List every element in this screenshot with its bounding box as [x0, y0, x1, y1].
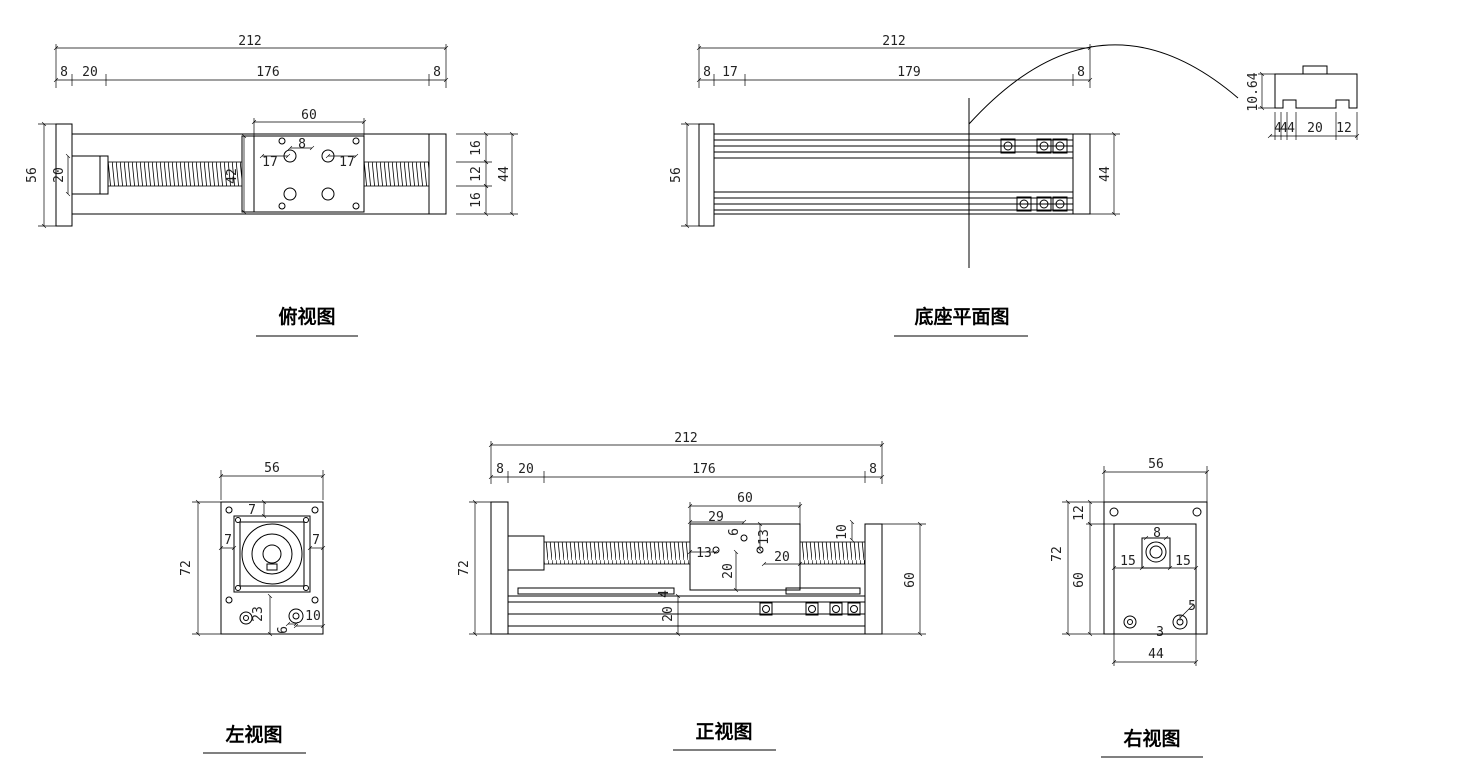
- dim-top-overall: 212: [238, 34, 261, 49]
- dim-left-flange-top: 7: [248, 503, 256, 518]
- dim-base-end-right: 8: [1077, 65, 1085, 80]
- dim-profile-w3: 4: [1287, 121, 1295, 136]
- dim-right-right15: 15: [1175, 554, 1191, 569]
- dim-top-hole-a: 17: [262, 155, 278, 170]
- dim-top-stroke: 176: [256, 65, 279, 80]
- dim-top-hole-c: 17: [339, 155, 355, 170]
- dim-base-end-left: 8: [703, 65, 711, 80]
- dim-left-hole-h: 6: [276, 626, 291, 634]
- profile-section: 10.64 4 4 4 20 12: [1246, 65, 1360, 140]
- top-view-title: 俯视图: [278, 305, 335, 328]
- right-view-title: 右视图: [1122, 727, 1180, 750]
- dim-front-end-h: 60: [903, 572, 918, 588]
- dim-top-rail-total: 44: [497, 166, 512, 182]
- dim-profile-w2: 4: [1280, 121, 1288, 136]
- dim-front-hole-x: 29: [708, 510, 724, 525]
- right-view: 56 12 60 72 8 15 15 44 5 3: [1050, 457, 1210, 758]
- dim-left-width: 56: [264, 461, 280, 476]
- base-plan-view: 212 8 17 179 8 56 44: [669, 34, 1360, 337]
- dim-top-motor-dia: 20: [52, 167, 67, 183]
- left-view-geometry: [220, 501, 324, 635]
- dim-front-motor: 20: [518, 462, 534, 477]
- base-plan-geometry: [698, 44, 1239, 268]
- dim-front-end-left: 8: [496, 462, 504, 477]
- dim-base-rail-total: 44: [1098, 166, 1113, 182]
- dim-top-end-right: 8: [433, 65, 441, 80]
- dim-front-overall: 212: [674, 431, 697, 446]
- top-view-geometry: [55, 123, 447, 227]
- dim-right-rail-total: 44: [1148, 647, 1164, 662]
- right-view-dimensions: 56 12 60 72 8 15 15 44 5 3: [1050, 457, 1210, 666]
- dim-left-hole-v: 23: [251, 606, 266, 622]
- dim-profile-w4: 20: [1307, 121, 1323, 136]
- dim-top-rail-a: 16: [469, 140, 484, 156]
- dim-top-rail-c: 16: [469, 192, 484, 208]
- right-view-geometry: [1103, 501, 1208, 635]
- dim-profile-h1: 10.64: [1246, 72, 1261, 111]
- left-view-title: 左视图: [225, 723, 282, 746]
- dim-front-hole-h13b: 13: [757, 529, 772, 545]
- dim-base-offset: 17: [722, 65, 738, 80]
- left-view-dimensions: 56 72 7 7 7 23 6 10: [179, 461, 326, 637]
- dim-front-hole-h20a: 20: [721, 563, 736, 579]
- dim-front-stroke: 176: [692, 462, 715, 477]
- dim-top-hole-b: 8: [298, 137, 306, 152]
- dim-profile-w1: 4: [1274, 121, 1282, 136]
- dim-left-flange-left: 7: [224, 533, 232, 548]
- dim-right-lower: 60: [1072, 572, 1087, 588]
- top-view-dimensions: 212 8 20 176 8 60 56 20 42 17 8: [25, 34, 518, 229]
- front-view-title: 正视图: [695, 720, 752, 743]
- dim-top-rail-b: 12: [469, 166, 484, 182]
- dim-right-hole3: 3: [1156, 625, 1164, 640]
- dim-left-height: 72: [179, 560, 194, 576]
- dim-left-hole-edge: 10: [305, 609, 321, 624]
- dim-right-width: 56: [1148, 457, 1164, 472]
- dim-top-motor: 20: [82, 65, 98, 80]
- dim-right-bore: 8: [1153, 526, 1161, 541]
- dim-right-left15: 15: [1120, 554, 1136, 569]
- dim-front-hole-d: 6: [727, 528, 742, 536]
- dim-base-span: 179: [897, 65, 920, 80]
- dim-front-hole-h13a: 13: [696, 546, 712, 561]
- dim-top-carriage-width: 60: [301, 108, 317, 123]
- dim-right-height: 72: [1050, 546, 1065, 562]
- dim-left-flange-right: 7: [312, 533, 320, 548]
- dim-base-overall: 212: [882, 34, 905, 49]
- dim-front-hole-h20b: 20: [774, 550, 790, 565]
- front-view-geometry: [490, 501, 883, 635]
- dim-top-height: 56: [25, 167, 40, 183]
- base-plan-dimensions: 212 8 17 179 8 56 44: [669, 34, 1120, 229]
- dim-top-end-left: 8: [60, 65, 68, 80]
- dim-profile-w5: 12: [1336, 121, 1352, 136]
- dim-front-height: 72: [457, 560, 472, 576]
- dim-front-hole-top: 10: [835, 524, 850, 540]
- left-view: 56 72 7 7 7 23 6 10: [179, 461, 326, 754]
- front-view: 212 8 20 176 8 60 29 6 13 13 20 20 1: [457, 431, 926, 751]
- top-view: 212 8 20 176 8 60 56 20 42 17 8: [25, 34, 518, 337]
- dim-right-hole5: 5: [1188, 599, 1196, 614]
- base-plan-title: 底座平面图: [914, 305, 1009, 328]
- dim-right-top: 12: [1072, 505, 1087, 521]
- front-view-dimensions: 212 8 20 176 8 60 29 6 13 13 20 20 1: [457, 431, 926, 637]
- dim-front-carriage-width: 60: [737, 491, 753, 506]
- dim-base-height: 56: [669, 167, 684, 183]
- dim-front-end-right: 8: [869, 462, 877, 477]
